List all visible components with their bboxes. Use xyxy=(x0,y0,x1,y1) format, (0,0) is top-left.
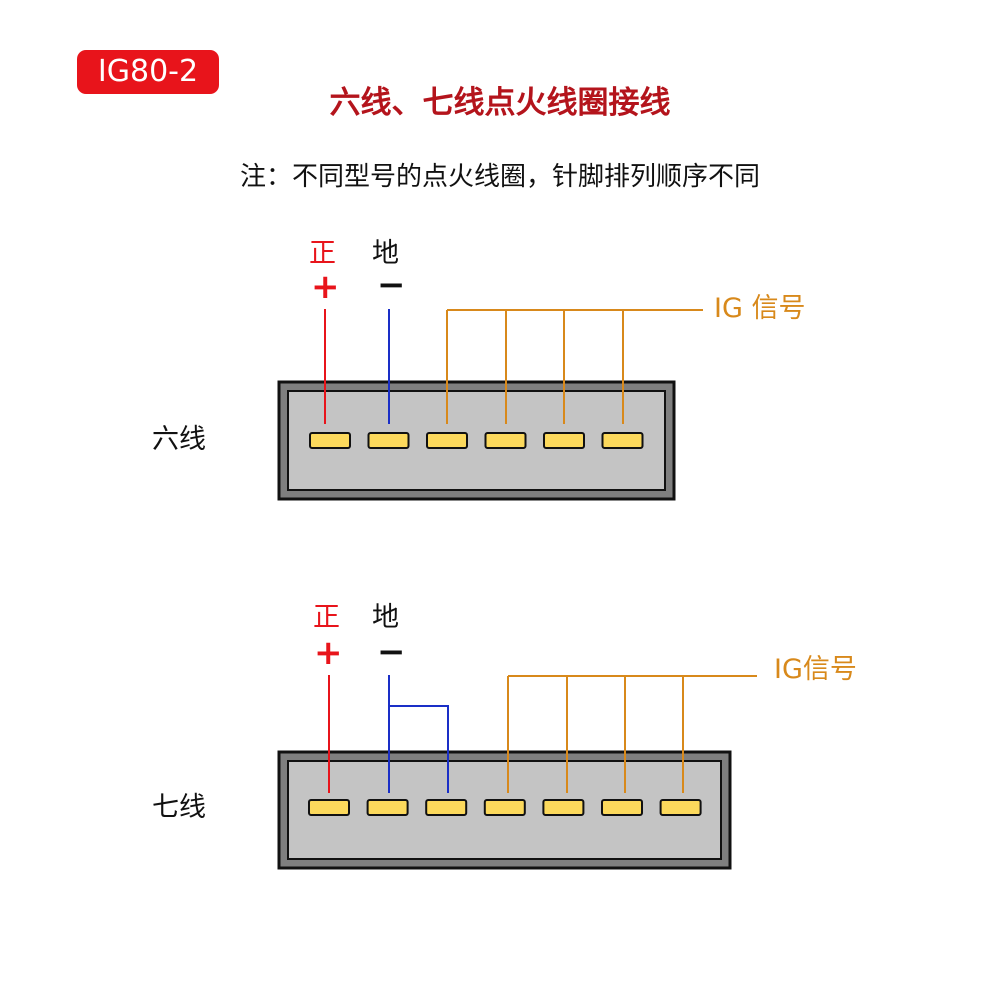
seven-wire-ground-label: 地 xyxy=(372,602,399,633)
seven-wire-label: 七线 xyxy=(152,792,206,823)
note-text: 注：不同型号的点火线圈，针脚排列顺序不同 xyxy=(239,162,760,192)
seven-wire-pin-1 xyxy=(308,799,350,816)
six-wire-ground-label: 地 xyxy=(372,238,399,269)
seven-wire-ig-signal-label: IG信号 xyxy=(774,654,857,685)
page-title: 六线、七线点火线圈接线 xyxy=(329,85,671,121)
six-wire-pin-1 xyxy=(309,432,351,449)
seven-wire-pin-6 xyxy=(601,799,643,816)
six-wire-pin-2 xyxy=(367,432,410,449)
six-wire-pin-3 xyxy=(426,432,468,449)
six-wire-ground-symbol: − xyxy=(377,265,406,305)
six-wire-pin-6 xyxy=(601,432,644,449)
six-wire-pin-5 xyxy=(543,432,585,449)
model-badge: IG80-2 xyxy=(77,50,219,94)
seven-wire-pin-5 xyxy=(542,799,585,816)
seven-wire-wires xyxy=(328,675,757,793)
six-wire-pin-4 xyxy=(484,432,527,449)
six-wire-wires xyxy=(324,309,703,424)
seven-wire-pin-3 xyxy=(425,799,468,816)
six-wire-positive-label: 正 xyxy=(309,238,336,269)
seven-wire-connector xyxy=(277,750,732,870)
six-wire-positive-symbol: + xyxy=(311,267,340,307)
seven-wire-ground-branch xyxy=(389,705,449,793)
seven-wire-positive-symbol: + xyxy=(314,633,343,673)
seven-wire-pin-2 xyxy=(366,799,409,816)
seven-wire-positive-label: 正 xyxy=(313,602,340,633)
six-wire-label: 六线 xyxy=(152,424,206,455)
seven-wire-pin-4 xyxy=(483,799,526,816)
six-wire-ig-signal-label: IG 信号 xyxy=(714,293,806,324)
seven-wire-ground-symbol: − xyxy=(377,632,406,672)
seven-wire-pin-7 xyxy=(659,799,702,816)
six-wire-connector xyxy=(277,380,676,501)
